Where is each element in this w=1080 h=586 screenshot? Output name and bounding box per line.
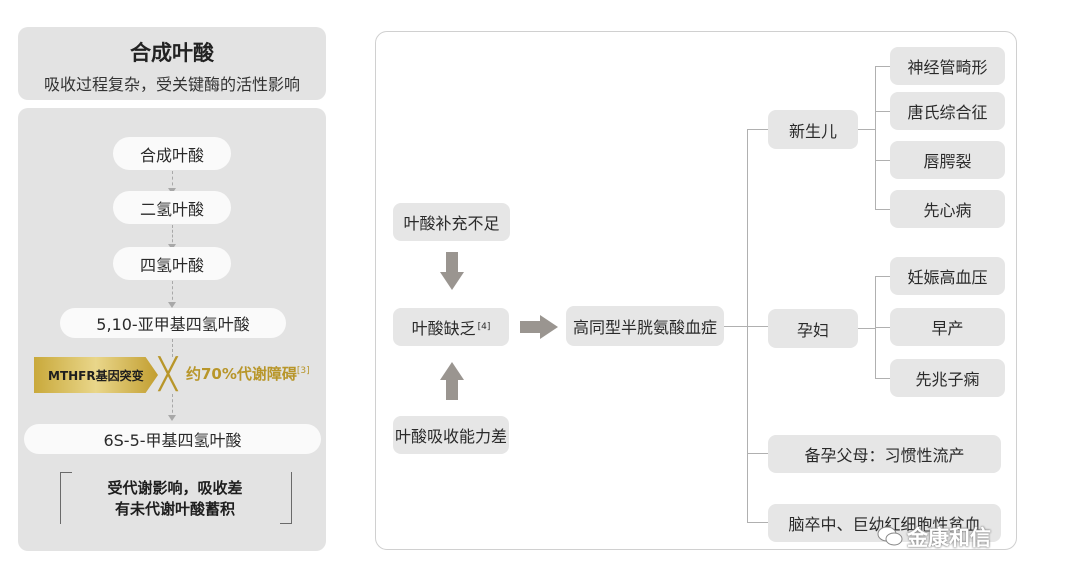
newborn-neural-tube-defect: 神经管畸形 <box>890 47 1005 85</box>
parents-recurrent-miscarriage: 备孕父母：习惯性流产 <box>768 435 1001 473</box>
group-newborn: 新生儿 <box>768 110 858 149</box>
connector <box>724 326 747 327</box>
connector <box>875 378 890 379</box>
arrow-down-icon <box>168 415 176 421</box>
connector <box>875 276 890 277</box>
newborn-cleft-lip-palate: 唇腭裂 <box>890 141 1005 179</box>
connector <box>172 394 173 418</box>
connector <box>747 522 768 523</box>
folate-deficiency-label: 叶酸缺乏 <box>411 319 476 338</box>
connector <box>747 453 768 454</box>
arrow-down-icon <box>440 252 464 290</box>
folate-deficiency-ref: [4] <box>477 322 491 332</box>
synthetic-folate-header: 合成叶酸 吸收过程复杂，受关键酶的活性影响 <box>18 27 326 100</box>
conclusion: 受代谢影响，吸收差 有未代谢叶酸蓄积 <box>60 478 290 520</box>
newborn-down-syndrome: 唐氏综合征 <box>890 92 1005 130</box>
wechat-icon <box>877 526 903 546</box>
connector <box>747 129 768 130</box>
arrow-up-icon <box>440 362 464 400</box>
pregnant-gestational-hypertension: 妊娠高血压 <box>890 257 1005 295</box>
connector <box>172 281 173 305</box>
pregnant-preeclampsia: 先兆子痫 <box>890 359 1005 397</box>
step-dihydrofolate: 二氢叶酸 <box>113 191 231 224</box>
conclusion-bracket <box>60 472 292 524</box>
group-pregnant: 孕妇 <box>768 309 858 348</box>
connector <box>875 66 876 209</box>
mthfr-mutation-banner: MTHFR基因突变 <box>34 357 158 393</box>
cause-insufficient-supplement: 叶酸补充不足 <box>393 203 510 241</box>
left-title: 合成叶酸 <box>130 41 214 65</box>
connector <box>172 225 173 247</box>
connector <box>172 171 173 191</box>
arrow-down-icon <box>168 302 176 308</box>
hyperhomocysteinemia: 高同型半胱氨酸血症 <box>566 306 724 346</box>
connector <box>875 160 890 161</box>
connector <box>172 339 173 357</box>
connector <box>875 327 890 328</box>
connector <box>747 326 768 327</box>
pregnant-preterm-birth: 早产 <box>890 308 1005 346</box>
mutation-ref: [3] <box>296 366 310 376</box>
mutation-effect-text: 约70%代谢障碍 <box>186 365 297 383</box>
arrow-right-icon <box>520 315 558 339</box>
cause-poor-absorption: 叶酸吸收能力差 <box>393 416 509 454</box>
block-x-icon: ╳ <box>159 357 178 392</box>
connector <box>875 209 890 210</box>
step-tetrahydrofolate: 四氢叶酸 <box>113 247 231 280</box>
connector <box>858 129 875 130</box>
connector <box>875 66 890 67</box>
folate-deficiency: 叶酸缺乏[4] <box>393 308 509 346</box>
conclusion-line2: 有未代谢叶酸蓄积 <box>114 500 235 518</box>
step-synthetic-folate: 合成叶酸 <box>113 137 231 170</box>
step-methylene-thf: 5,10-亚甲基四氢叶酸 <box>60 308 286 338</box>
step-5-mthf: 6S-5-甲基四氢叶酸 <box>24 424 321 454</box>
connector <box>858 328 875 329</box>
conclusion-line1: 受代谢影响，吸收差 <box>107 479 243 497</box>
connector <box>875 111 890 112</box>
newborn-congenital-heart-disease: 先心病 <box>890 190 1005 228</box>
left-subtitle: 吸收过程复杂，受关键酶的活性影响 <box>43 75 300 94</box>
watermark: 金康和信 <box>907 526 991 550</box>
mutation-effect: 约70%代谢障碍[3] <box>186 363 310 384</box>
